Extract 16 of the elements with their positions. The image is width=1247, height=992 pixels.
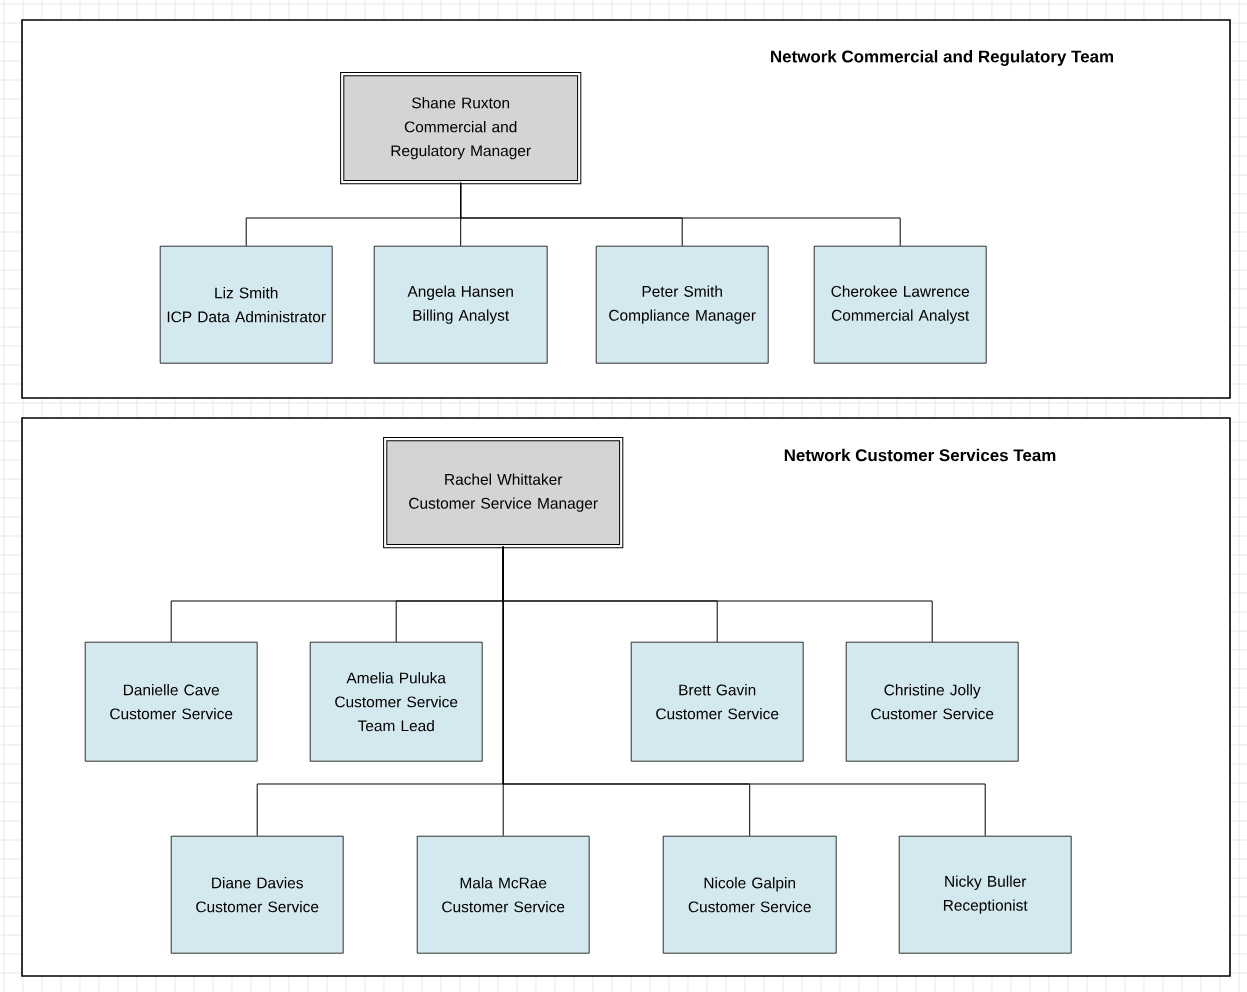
connector-line	[502, 546, 986, 837]
employee-box: Angela Hansen Billing Analyst	[373, 245, 548, 364]
employee-box: Danielle Cave Customer Service	[84, 641, 258, 762]
employee-box: Peter Smith Compliance Manager	[595, 245, 769, 364]
connector-line	[460, 182, 901, 247]
employee-box: Mala McRae Customer Service	[416, 835, 590, 954]
employee-box: Brett Gavin Customer Service	[630, 641, 804, 762]
employee-box: Christine Jolly Customer Service	[845, 641, 1019, 762]
employee-box: Cherokee Lawrence Commercial Analyst	[813, 245, 987, 364]
employee-box: Nicole Galpin Customer Service	[662, 835, 837, 954]
employee-box: Amelia Puluka Customer Service Team Lead	[309, 641, 483, 762]
manager-box: Shane Ruxton Commercial and Regulatory Manager	[340, 72, 582, 185]
employee-box: Nicky Buller Receptionist	[898, 835, 1072, 954]
employee-box: Diane Davies Customer Service	[170, 835, 344, 954]
employee-box: Liz Smith ICP Data Administrator	[159, 245, 333, 364]
manager-box: Rachel Whittaker Customer Service Manager	[383, 437, 624, 549]
